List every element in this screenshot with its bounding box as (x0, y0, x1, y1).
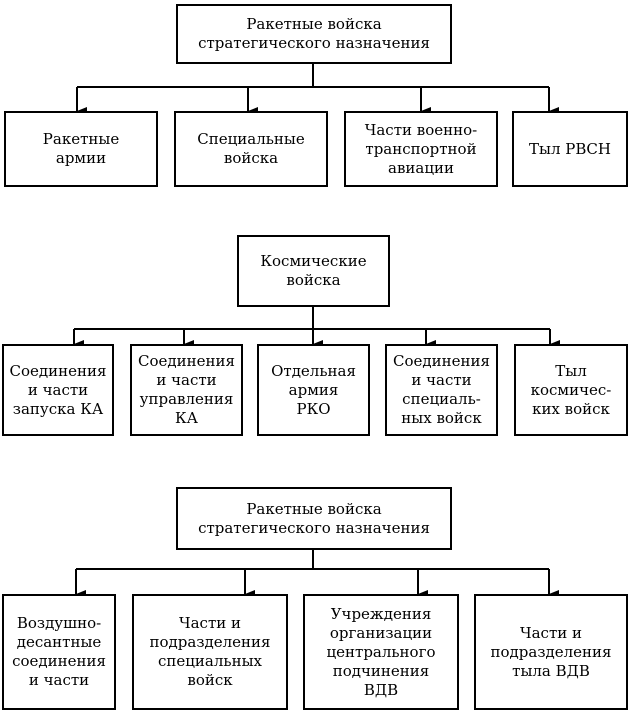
diagram-2-connectors (73, 307, 560, 348)
diagram-2-child-box-2: Соединения и части управления КА (130, 344, 243, 436)
diagram-2-child-box-4: Соединения и части специаль- ных войск (385, 344, 498, 436)
diagram-3-child-box-1: Воздушно- десантные соединения и части (2, 594, 116, 710)
diagram-1-root-box: Ракетные войска стратегического назначен… (176, 4, 452, 64)
diagram-2-child-box-3: Отдельная армия РКО (257, 344, 370, 436)
diagram-1-child-box-3: Части военно- транспортной авиации (344, 111, 498, 187)
diagram-3-child-box-4: Части и подразделения тыла ВДВ (474, 594, 628, 710)
diagram-2-child-box-1: Соединения и части запуска КА (2, 344, 114, 436)
diagram-3-child-box-2: Части и подразделения специальных войск (132, 594, 288, 710)
diagram-2-child-box-5: Тыл космичес- ких войск (514, 344, 628, 436)
diagram-1-connectors (76, 64, 559, 115)
diagram-1-child-box-2: Специальные войска (174, 111, 328, 187)
diagram-2-root-box: Космические войска (237, 235, 390, 307)
diagram-3-child-box-3: Учреждения организации центрального подч… (303, 594, 459, 710)
diagram-1-child-box-4: Тыл РВСН (512, 111, 628, 187)
diagram-1-child-box-1: Ракетные армии (4, 111, 158, 187)
diagram-3-connectors (75, 550, 559, 598)
diagram-3-root-box: Ракетные войска стратегического назначен… (176, 487, 452, 550)
